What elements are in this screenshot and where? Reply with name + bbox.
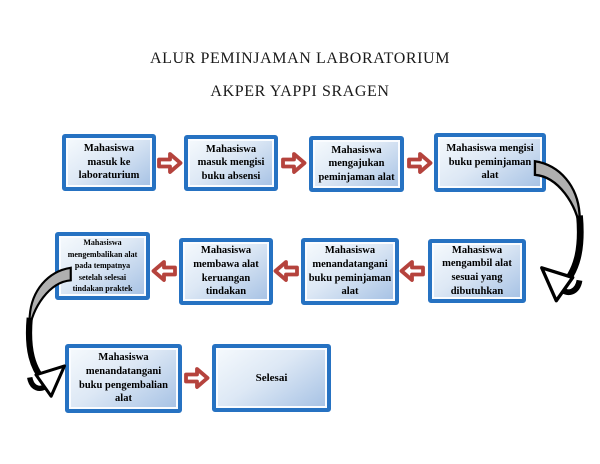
- flow-arrow-left-icon: [151, 259, 178, 283]
- flow-box-mengambil-alat: Mahasiswa mengambil alat sesuai yang dib…: [428, 239, 526, 303]
- flow-box-mengajukan-peminjaman: Mahasiswa mengajukan peminjaman alat: [309, 136, 404, 192]
- page-title: ALUR PEMINJAMAN LABORATORIUM: [149, 50, 451, 67]
- flow-box-masuk-laboratorium: Mahasiswa masuk ke laboraturium: [62, 134, 156, 191]
- flow-box-membawa-alat: Mahasiswa membawa alat keruangan tindaka…: [179, 238, 273, 305]
- curved-arrow-right-icon: [533, 158, 595, 304]
- flow-box-mengembalikan-alat: Mahasiswa mengembalikan alat pada tempat…: [55, 232, 150, 300]
- curved-arrow-left-icon: [15, 266, 73, 398]
- flow-box-menandatangani-buku-pengembalian: Mahasiswa menandatangani buku pengembali…: [65, 344, 182, 413]
- flow-arrow-right-icon: [183, 366, 210, 390]
- flow-arrow-left-icon: [399, 259, 426, 283]
- page-subtitle: AKPER YAPPI SRAGEN: [210, 83, 390, 100]
- flow-arrow-right-icon: [156, 151, 183, 175]
- flow-arrow-right-icon: [280, 151, 307, 175]
- flow-box-selesai: Selesai: [212, 344, 331, 412]
- flow-arrow-right-icon: [406, 151, 433, 175]
- flow-box-mengisi-buku-absensi: Mahasiswa masuk mengisi buku absensi: [184, 135, 278, 191]
- flow-box-mengisi-buku-peminjaman: Mahasiswa mengisi buku peminjaman alat: [434, 133, 546, 192]
- flow-arrow-left-icon: [273, 259, 300, 283]
- flow-box-menandatangani-buku-peminjaman: Mahasiswa menandatangani buku peminjaman…: [301, 238, 399, 305]
